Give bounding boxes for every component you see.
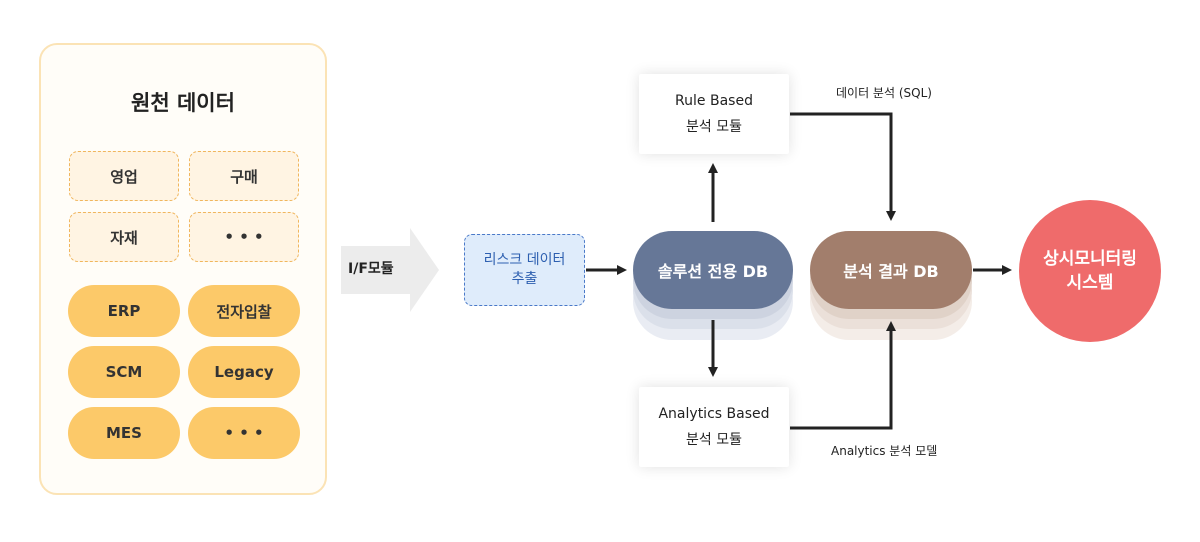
risk-data-extract-line2: 추출 [511, 271, 538, 287]
analytics-module-line2: 분석 모듈 [686, 432, 742, 448]
monitoring-system-line2: 시스템 [1066, 273, 1114, 293]
arrow-analytics-module-to-result-db [790, 321, 896, 430]
risk-data-extract-line1: 리스크 데이터 [483, 252, 566, 268]
rule-based-module-line2: 분석 모듈 [686, 119, 742, 135]
source-system-legacy: Legacy [188, 346, 300, 398]
rule-based-module-card: Rule Based 분석 모듈 [639, 74, 789, 154]
interface-arrow-icon [341, 228, 439, 312]
source-system-ebidding: 전자입찰 [188, 285, 300, 337]
source-system-erp: ERP [68, 285, 180, 337]
interface-label: I/F모듈 [348, 261, 394, 277]
source-system-mes: MES [68, 407, 180, 459]
sql-analysis-note: 데이터 분석 (SQL) [836, 86, 932, 100]
source-item-purchase: 구매 [189, 151, 299, 201]
source-item-material: 자재 [69, 212, 179, 262]
source-data-title: 원천 데이터 [131, 91, 235, 115]
rule-based-module-line1: Rule Based [675, 93, 753, 109]
source-data-panel: 원천 데이터 영업 구매 자재 • • • ERP 전자입찰 SCM Legac… [39, 43, 327, 495]
analytics-module-card: Analytics Based 분석 모듈 [639, 387, 789, 467]
risk-data-extract-box: 리스크 데이터 추출 [464, 234, 585, 306]
monitoring-system-line1: 상시모니터링 [1043, 249, 1137, 269]
source-system-more: • • • [188, 407, 300, 459]
monitoring-system-circle: 상시모니터링 시스템 [1019, 200, 1161, 342]
arrow-rule-module-to-result-db [790, 112, 896, 221]
solution-db: 솔루션 전용 DB [633, 231, 793, 309]
result-db: 분석 결과 DB [810, 231, 972, 309]
source-item-more: • • • [189, 212, 299, 262]
source-system-scm: SCM [68, 346, 180, 398]
source-item-sales: 영업 [69, 151, 179, 201]
analytics-model-note: Analytics 분석 모델 [831, 444, 938, 458]
analytics-module-line1: Analytics Based [658, 406, 770, 422]
